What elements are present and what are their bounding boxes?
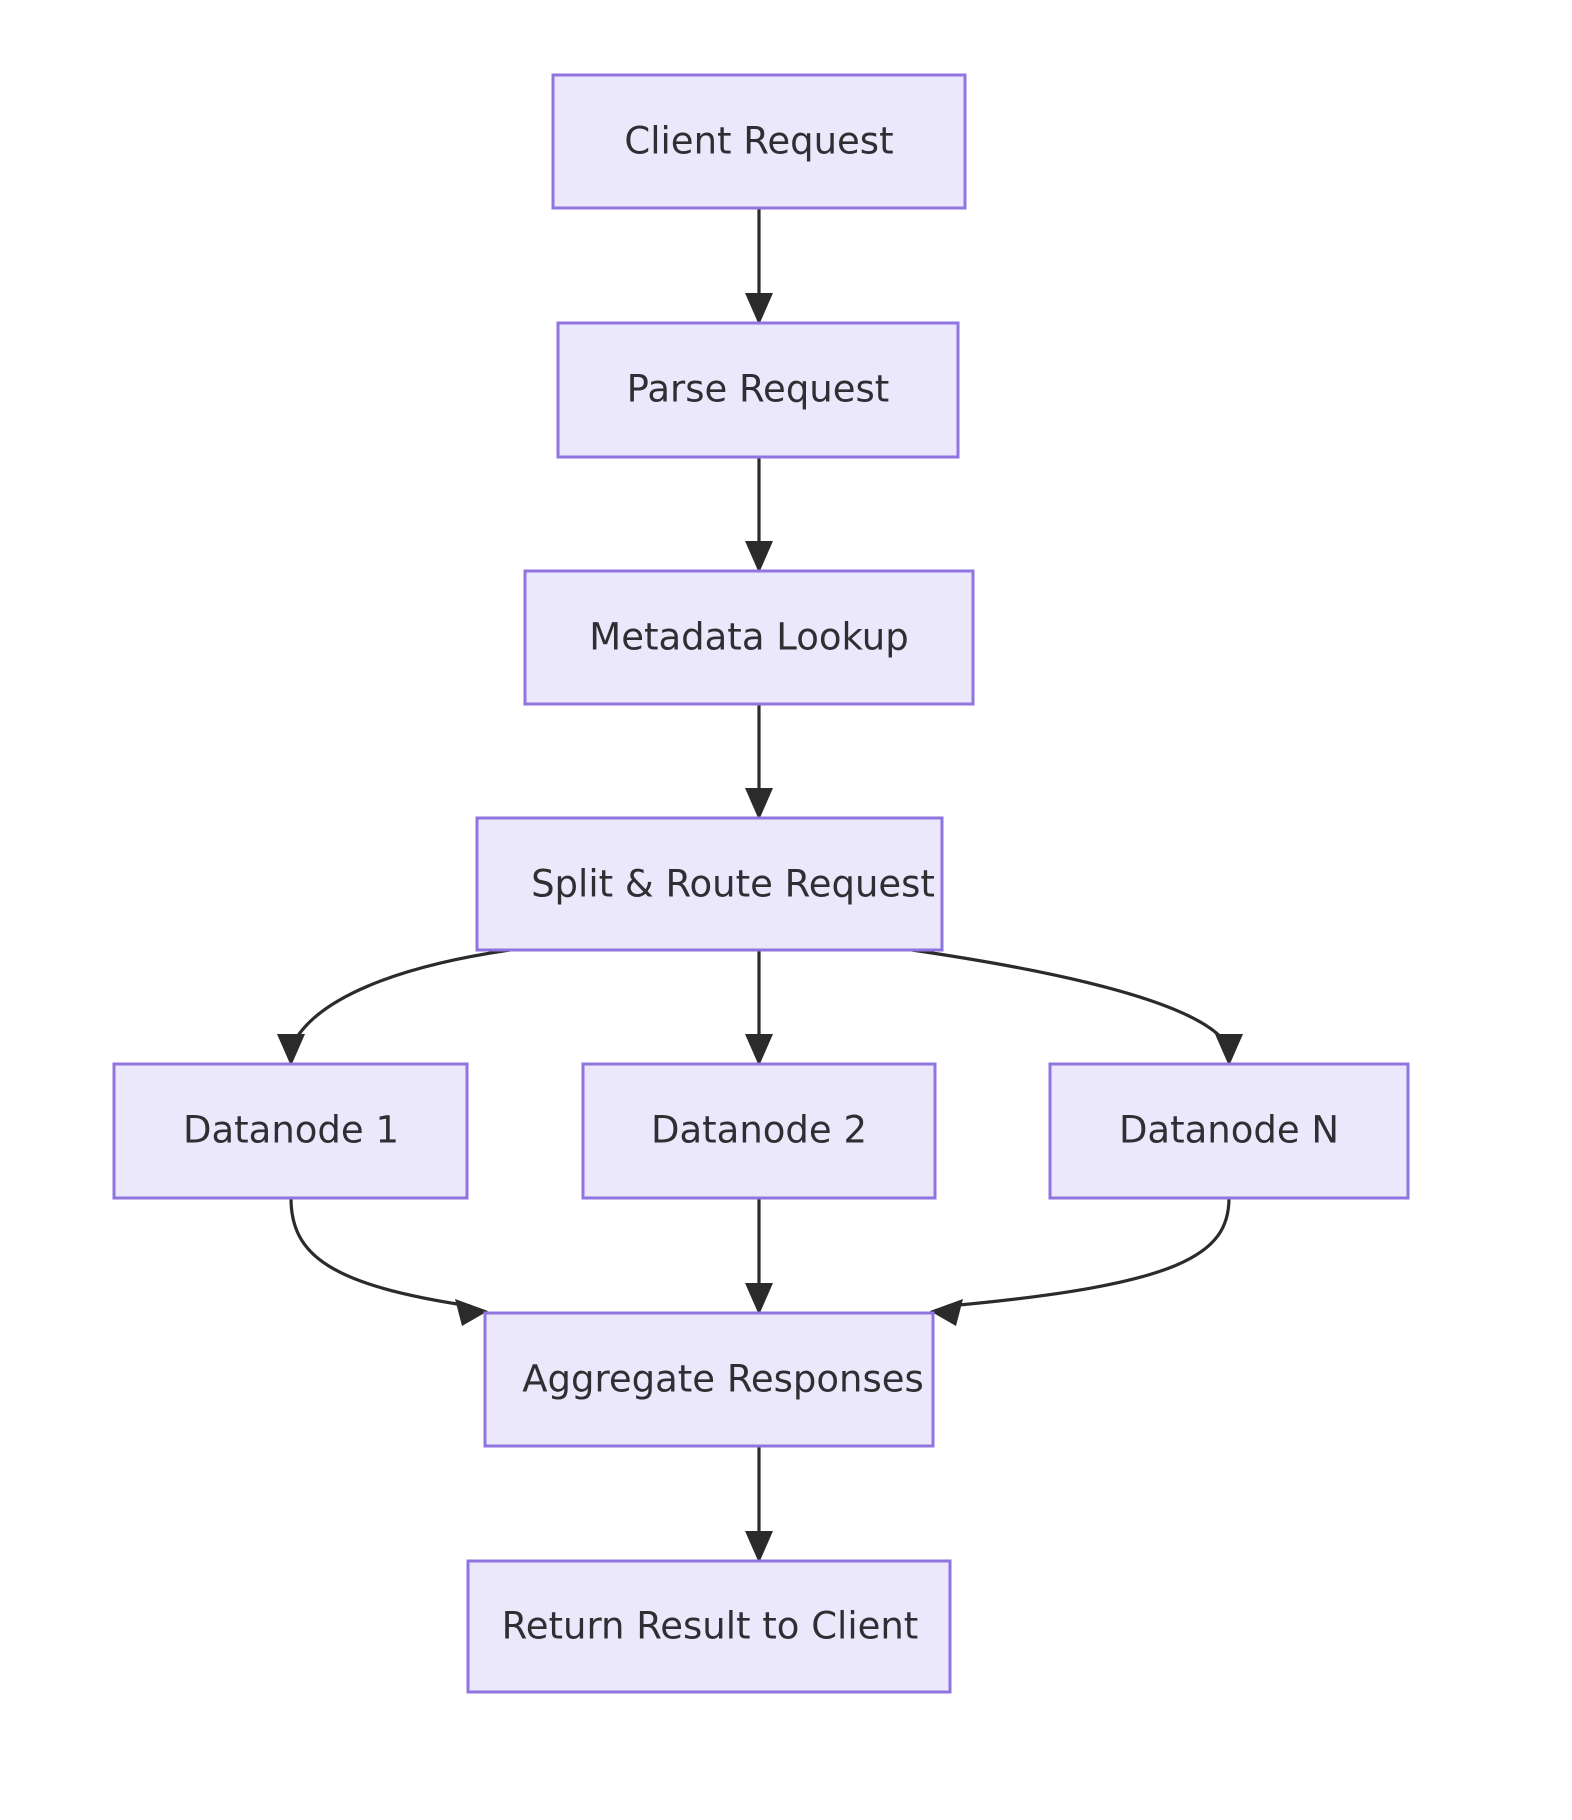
node-return-result[interactable]: Return Result to Client xyxy=(466,1559,952,1694)
node-datanode-2[interactable]: Datanode 2 xyxy=(581,1062,937,1200)
arrow-head-icon xyxy=(745,1034,773,1066)
node-box-client-request[interactable] xyxy=(551,73,967,210)
edge-split-route-request-to-datanode-1 xyxy=(277,948,511,1066)
node-datanode-n[interactable]: Datanode N xyxy=(1048,1062,1410,1200)
node-label-parse-request: Parse Request xyxy=(627,368,890,411)
arrow-head-icon xyxy=(745,293,773,325)
node-box-datanode-n[interactable] xyxy=(1048,1062,1410,1200)
node-label-datanode-2: Datanode 2 xyxy=(651,1109,867,1152)
node-aggregate-responses[interactable]: Aggregate Responses xyxy=(483,1311,935,1448)
node-label-aggregate-responses: Aggregate Responses xyxy=(522,1358,924,1401)
arrow-head-icon xyxy=(745,1283,773,1315)
edge-parse-request-to-metadata-lookup xyxy=(745,457,773,573)
node-layer: Client Request Parse Request Metadata Lo… xyxy=(112,73,1410,1694)
arrow-head-icon xyxy=(277,1034,305,1066)
edge-client-request-to-parse-request xyxy=(745,208,773,325)
edge-aggregate-responses-to-return-result xyxy=(745,1446,773,1563)
node-box-split-route-request[interactable] xyxy=(475,816,944,952)
arrow-head-icon xyxy=(745,541,773,573)
arrow-head-icon xyxy=(1215,1034,1243,1066)
node-label-client-request: Client Request xyxy=(624,120,893,163)
node-box-datanode-2[interactable] xyxy=(581,1062,937,1200)
node-parse-request[interactable]: Parse Request xyxy=(556,321,960,459)
edge-layer xyxy=(277,208,1243,1563)
node-metadata-lookup[interactable]: Metadata Lookup xyxy=(523,569,975,706)
edge-metadata-lookup-to-split-route-request xyxy=(745,704,773,820)
node-split-route-request[interactable]: Split & Route Request xyxy=(475,816,944,952)
node-box-metadata-lookup[interactable] xyxy=(523,569,975,706)
edge-datanode-1-to-aggregate-responses xyxy=(289,1197,488,1326)
arrow-head-icon xyxy=(455,1299,488,1326)
node-box-parse-request[interactable] xyxy=(556,321,960,459)
edge-split-route-request-to-datanode-n xyxy=(911,948,1243,1066)
arrow-head-icon xyxy=(745,788,773,820)
arrow-head-icon xyxy=(745,1531,773,1563)
node-label-datanode-1: Datanode 1 xyxy=(183,1109,399,1152)
edge-split-route-request-to-datanode-2 xyxy=(745,950,773,1066)
node-box-aggregate-responses[interactable] xyxy=(483,1311,935,1448)
node-label-return-result: Return Result to Client xyxy=(502,1605,919,1648)
node-box-return-result[interactable] xyxy=(466,1559,952,1694)
node-box-datanode-1[interactable] xyxy=(112,1062,469,1200)
edge-datanode-n-to-aggregate-responses xyxy=(930,1197,1231,1326)
node-label-metadata-lookup: Metadata Lookup xyxy=(589,616,908,659)
node-client-request[interactable]: Client Request xyxy=(551,73,967,210)
arrow-head-icon xyxy=(930,1299,963,1326)
edge-datanode-2-to-aggregate-responses xyxy=(745,1198,773,1315)
node-label-split-route-request: Split & Route Request xyxy=(531,863,935,906)
node-label-datanode-n: Datanode N xyxy=(1119,1109,1339,1152)
node-datanode-1[interactable]: Datanode 1 xyxy=(112,1062,469,1200)
